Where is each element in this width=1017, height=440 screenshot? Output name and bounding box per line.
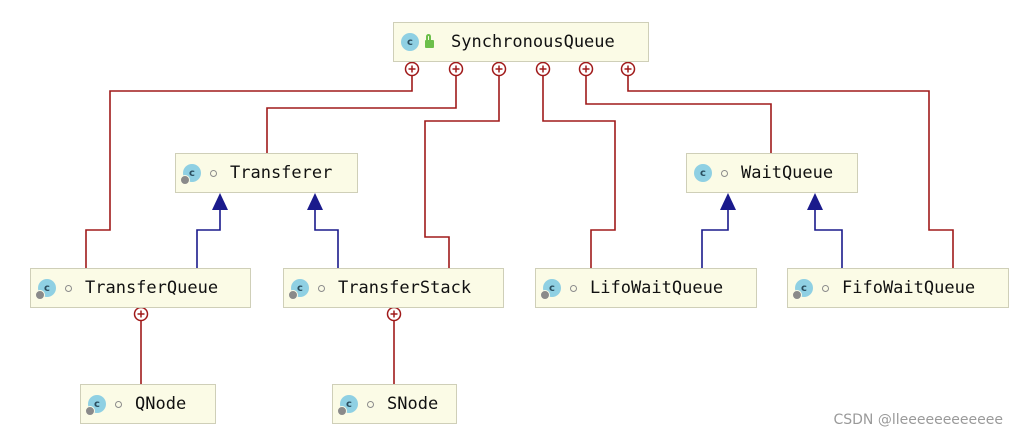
- inner-class-edge-transferqueue: [85, 76, 413, 268]
- node-label: SynchronousQueue: [451, 32, 615, 52]
- inner-class-marker-4: [535, 61, 551, 77]
- watermark: CSDN @lleeeeeeeeeeee: [833, 412, 1003, 428]
- class-icon: c: [85, 395, 106, 416]
- extends-arrow-lifowaitqueue: [720, 193, 736, 210]
- node-label: LifoWaitQueue: [590, 278, 724, 298]
- unlock-icon: [425, 34, 434, 48]
- extends-edge-lifowaitqueue: [701, 210, 729, 268]
- extends-edge-fifowaitqueue: [814, 210, 843, 268]
- extends-edge-transferqueue: [196, 210, 221, 268]
- inner-class-marker-5: [578, 61, 594, 77]
- inner-class-marker-2: [448, 61, 464, 77]
- inner-class-edge-transferstack: [424, 76, 500, 268]
- node-lifowaitqueue[interactable]: c LifoWaitQueue: [535, 268, 757, 308]
- node-label: TransferQueue: [85, 278, 219, 298]
- package-private-icon: [570, 284, 577, 292]
- class-icon: c: [180, 164, 201, 185]
- node-label: TransferStack: [338, 278, 472, 298]
- node-label: Transferer: [230, 163, 333, 183]
- node-label: QNode: [135, 394, 187, 414]
- node-waitqueue[interactable]: c WaitQueue: [686, 153, 858, 193]
- node-qnode[interactable]: c QNode: [80, 384, 216, 424]
- node-snode[interactable]: c SNode: [332, 384, 457, 424]
- inner-class-marker-1: [404, 61, 420, 77]
- inner-class-edge-transferer: [266, 76, 457, 153]
- node-label: WaitQueue: [741, 163, 834, 183]
- node-synchronousqueue[interactable]: c SynchronousQueue: [393, 22, 649, 62]
- node-transferer[interactable]: c Transferer: [175, 153, 358, 193]
- package-private-icon: [721, 169, 728, 177]
- node-transferstack[interactable]: c TransferStack: [283, 268, 504, 308]
- class-icon: c: [35, 279, 56, 300]
- inner-class-marker-qnode: [133, 306, 149, 322]
- package-private-icon: [367, 400, 374, 408]
- node-label: SNode: [387, 394, 439, 414]
- class-icon: c: [540, 279, 561, 300]
- inner-class-marker-3: [491, 61, 507, 77]
- inner-class-edge-fifowaitqueue: [627, 76, 954, 268]
- node-transferqueue[interactable]: c TransferQueue: [30, 268, 251, 308]
- package-private-icon: [65, 284, 72, 292]
- package-private-icon: [115, 400, 122, 408]
- package-private-icon: [318, 284, 325, 292]
- package-private-icon: [822, 284, 829, 292]
- class-icon: c: [288, 279, 309, 300]
- inner-class-marker-6: [620, 61, 636, 77]
- class-icon: c: [694, 164, 712, 182]
- inner-class-marker-snode: [386, 306, 402, 322]
- class-icon: c: [401, 33, 419, 51]
- extends-edge-transferstack: [314, 210, 339, 268]
- package-private-icon: [210, 169, 217, 177]
- class-icon: c: [337, 395, 358, 416]
- node-label: FifoWaitQueue: [842, 278, 976, 298]
- extends-arrow-transferqueue: [212, 193, 228, 210]
- extends-arrow-fifowaitqueue: [807, 193, 823, 210]
- class-icon: c: [792, 279, 813, 300]
- extends-arrow-transferstack: [307, 193, 323, 210]
- inner-class-edge-waitqueue: [585, 76, 772, 153]
- node-fifowaitqueue[interactable]: c FifoWaitQueue: [787, 268, 1009, 308]
- inner-class-edge-lifowaitqueue: [542, 76, 616, 268]
